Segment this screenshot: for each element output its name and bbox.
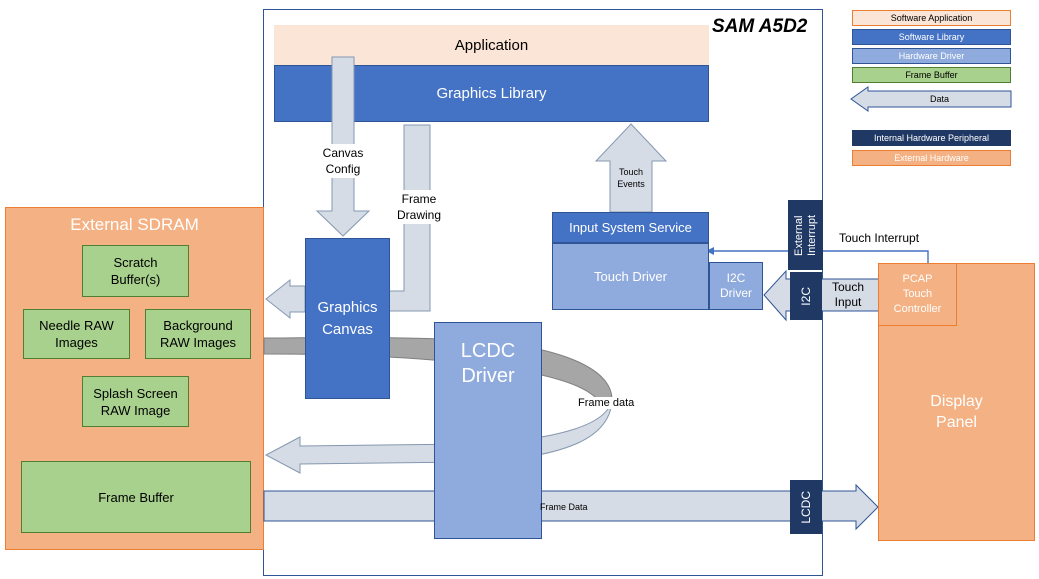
frame-buffer-box: Frame Buffer: [21, 461, 251, 533]
touch-input-text: Touch Input: [831, 280, 865, 309]
input-system-service-box: Input System Service: [552, 212, 709, 243]
touch-events-arrow: [594, 123, 668, 213]
i2c-driver-box: I2C Driver: [709, 262, 763, 310]
frame-drawing-text: Frame Drawing: [396, 192, 441, 222]
touch-events-label: Touch Events: [611, 164, 651, 192]
legend-software-application: Software Application: [852, 10, 1011, 26]
legend-frame-buffer-label: Frame Buffer: [905, 69, 958, 80]
scratch-buffer-box: Scratch Buffer(s): [82, 245, 189, 297]
frame-data-out-label: Frame Data: [540, 502, 588, 512]
touch-events-text: Touch Events: [617, 167, 645, 189]
legend-data: Data: [868, 91, 1011, 107]
pcap-touch-controller-label: PCAP Touch Controller: [893, 273, 942, 315]
legend-data-arrow: [850, 86, 1012, 112]
external-sdram-title: External SDRAM: [70, 215, 199, 234]
touch-interrupt-arrowhead: [706, 247, 714, 255]
frame-buffer-label: Frame Buffer: [98, 489, 174, 505]
i2c-driver-label: I2C Driver: [720, 271, 752, 300]
legend-software-application-label: Software Application: [890, 12, 973, 23]
canvas-config-text: Canvas Config: [322, 146, 364, 176]
background-raw-box: Background RAW Images: [145, 309, 251, 359]
touch-interrupt-line: [710, 250, 929, 263]
touch-interrupt-label: Touch Interrupt: [839, 231, 920, 245]
splash-raw-box: Splash Screen RAW Image: [82, 376, 189, 427]
legend-hardware-driver: Hardware Driver: [852, 48, 1011, 64]
input-system-service-label: Input System Service: [569, 220, 692, 235]
needle-raw-label: Needle RAW Images: [39, 318, 114, 350]
splash-raw-label: Splash Screen RAW Image: [93, 385, 178, 418]
lcdc-driver-box: LCDC Driver: [434, 322, 542, 539]
background-raw-label: Background RAW Images: [159, 318, 237, 350]
graphics-canvas-box: Graphics Canvas: [305, 238, 390, 399]
graphics-library-label: Graphics Library: [436, 85, 547, 102]
legend-internal-peripheral-label: Internal Hardware Peripheral: [873, 132, 990, 143]
legend-frame-buffer: Frame Buffer: [852, 67, 1011, 83]
needle-raw-box: Needle RAW Images: [23, 309, 130, 359]
application-label: Application: [454, 36, 529, 54]
touch-driver-label: Touch Driver: [594, 269, 667, 284]
i2c-peripheral: I2C: [790, 272, 822, 320]
frame-data-loop-label: Frame data: [576, 397, 637, 409]
sam-a5d2-label: SAM A5D2: [712, 16, 808, 37]
legend-hardware-driver-label: Hardware Driver: [898, 50, 965, 61]
touch-input-label: Touch Input: [826, 279, 870, 311]
lcdc-driver-label: LCDC Driver: [460, 340, 516, 387]
legend-software-library-label: Software Library: [898, 31, 965, 42]
legend-data-label: Data: [929, 93, 949, 104]
canvas-to-sdram-arrow: [265, 278, 306, 320]
frame-data-out-arrow: [263, 483, 879, 531]
canvas-config-label: Canvas Config: [317, 144, 369, 178]
pcap-touch-controller-box: PCAP Touch Controller: [878, 263, 957, 326]
legend-external-hardware: External Hardware: [852, 150, 1011, 166]
scratch-buffer-label: Scratch Buffer(s): [110, 255, 161, 287]
legend-external-hardware-label: External Hardware: [894, 152, 969, 163]
external-interrupt-peripheral: External Interrupt: [788, 200, 823, 270]
lcdc-peripheral: LCDC: [790, 480, 822, 534]
frame-drawing-label: Frame Drawing: [392, 190, 446, 224]
touch-driver-box: Touch Driver: [552, 243, 709, 310]
legend-software-library: Software Library: [852, 29, 1011, 45]
graphics-canvas-label: Graphics Canvas: [317, 298, 378, 338]
display-panel-label: Display Panel: [930, 393, 983, 431]
legend-internal-peripheral: Internal Hardware Peripheral: [852, 130, 1011, 146]
